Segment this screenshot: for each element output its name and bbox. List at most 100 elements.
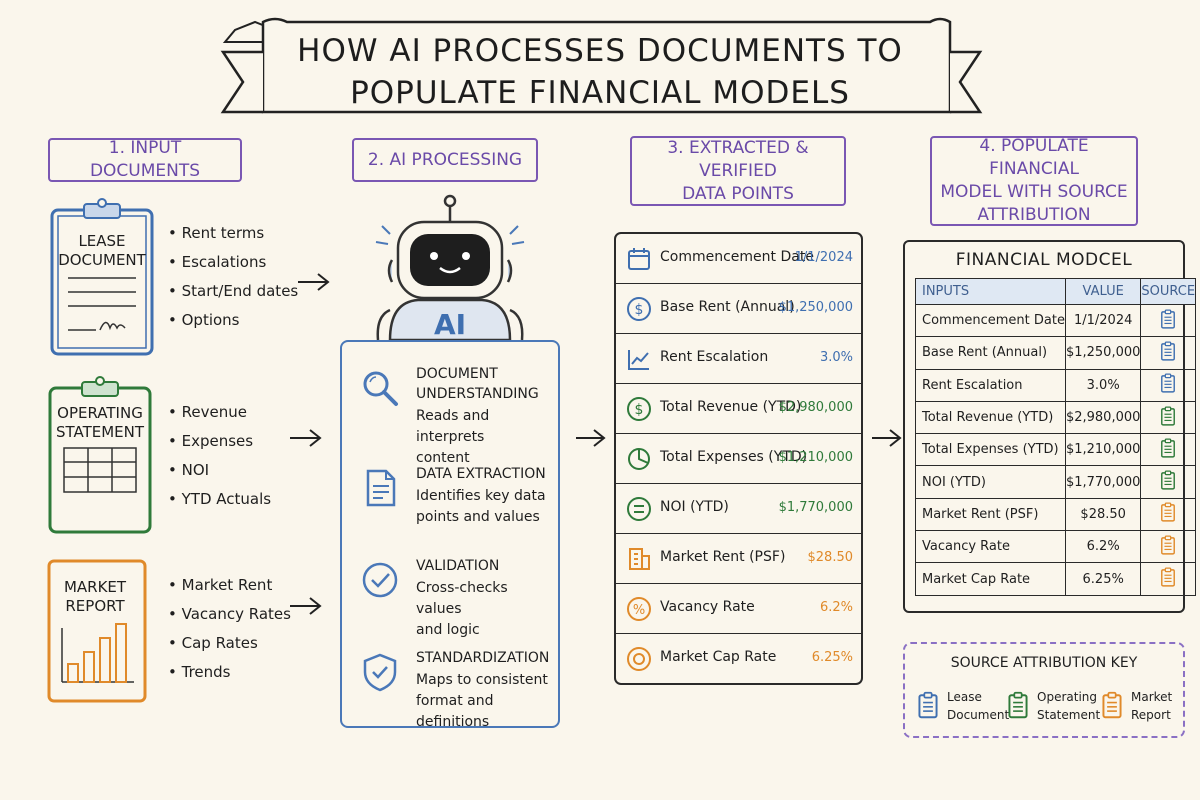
table-row: Total Revenue (YTD)$2,980,000 (915, 400, 1197, 435)
legend-title: Source Attribution Key (950, 655, 1138, 671)
input-cell: Total Revenue (YTD) (915, 400, 1066, 435)
title-line-1: How AI Processes Documents to (297, 33, 903, 69)
pie-icon (628, 448, 650, 470)
lease-source-icon (1160, 309, 1176, 333)
source-cell (1140, 562, 1197, 596)
list-item: Escalations (168, 248, 298, 277)
percent-icon: % (627, 597, 651, 621)
ai-processing-panel: DocumentUnderstanding Reads and interpre… (340, 340, 560, 730)
list-item: Market Cap Rate 6.25% (616, 634, 861, 684)
input-cell: Commencement Date (915, 303, 1066, 338)
data-point-label: Base Rent (Annual) (660, 299, 795, 315)
list-item: NOI (168, 456, 271, 485)
table-row: Base Rent (Annual)$1,250,000 (915, 336, 1197, 370)
list-item: $Base Rent (Annual)$1,250,000 (616, 284, 861, 334)
source-cell (1140, 530, 1197, 564)
dollar-icon: $ (627, 297, 651, 321)
equals-icon (627, 497, 651, 521)
arrow-right-icon (290, 429, 322, 447)
operating-source-icon (1160, 470, 1176, 494)
document-icon (366, 469, 396, 507)
column-header: Inputs (915, 278, 1066, 305)
data-point-label: Market Rent (PSF) (660, 549, 786, 565)
column-header: Source (1140, 278, 1197, 305)
lease-document-icon (917, 690, 939, 724)
magnifier-icon (363, 371, 398, 406)
input-cell: Rent Escalation (915, 368, 1066, 402)
operating-source-icon (1160, 406, 1176, 430)
step-title: DocumentUnderstanding (416, 366, 539, 402)
column-header: Value (1064, 278, 1142, 305)
arrow-right-icon (290, 597, 322, 615)
table-header-row: Inputs Value Source (915, 278, 1197, 305)
operating-statement-icon (48, 376, 152, 534)
source-cell (1140, 497, 1197, 532)
data-point-label: Vacancy Rate (660, 599, 755, 615)
section-ai-processing: 2. AI Processing (352, 138, 538, 182)
svg-text:$: $ (635, 302, 644, 318)
value-cell: 3.0% (1064, 368, 1142, 402)
step-standardization: Standardization Maps to consistentformat… (342, 648, 558, 730)
arrow-right-icon (576, 429, 606, 447)
target-icon (627, 647, 651, 671)
section-input-documents: 1. Input Documents (48, 138, 242, 182)
step-data-extraction: Data Extraction Identifies key datapoint… (342, 464, 558, 534)
data-point-label: Market Cap Rate (660, 649, 777, 665)
list-item: $Total Revenue (YTD)$2,980,000 (616, 384, 861, 434)
data-point-label: Commencement Date (660, 249, 814, 265)
market-bullet-list: Market Rent Vacancy Rates Cap Rates Tren… (168, 571, 291, 687)
data-point-value: $2,980,000 (778, 400, 853, 415)
list-item: NOI (YTD) $1,770,000 (616, 484, 861, 534)
lease-source-icon (1160, 373, 1176, 397)
section-extracted-data: 3. Extracted & VerifiedData Points (630, 136, 846, 206)
svg-text:$: $ (635, 402, 644, 418)
list-item: YTD Actuals (168, 485, 271, 514)
data-point-label: NOI (YTD) (660, 499, 729, 515)
financial-model-panel: Financial Modcel Inputs Value Source Com… (903, 240, 1197, 613)
list-item: Total Expenses (YTD)$1,210,000 (616, 434, 861, 484)
input-cell: Market Cap Rate (915, 562, 1066, 596)
step-title: Data Extraction (416, 466, 546, 482)
value-cell: $28.50 (1064, 497, 1142, 532)
title-banner (220, 17, 983, 114)
title-line-2: Populate Financial Models (350, 75, 850, 111)
input-cell: Market Rent (PSF) (915, 497, 1066, 532)
market-source-icon (1160, 567, 1176, 591)
lease-source-icon (1160, 341, 1176, 365)
source-cell (1140, 303, 1197, 338)
step-document-understanding: DocumentUnderstanding Reads and interpre… (342, 364, 558, 466)
data-point-value: $1,210,000 (778, 450, 853, 465)
data-point-label: Rent Escalation (660, 349, 769, 365)
operating-bullet-list: Revenue Expenses NOI YTD Actuals (168, 398, 271, 514)
source-cell (1140, 336, 1197, 370)
source-cell (1140, 465, 1197, 499)
arrow-right-icon (872, 429, 902, 447)
step-title: Standardization (416, 650, 550, 666)
value-cell: $1,210,000 (1064, 433, 1142, 467)
svg-text:%: % (633, 603, 645, 618)
list-item: Cap Rates (168, 629, 291, 658)
table-row: Total Expenses (YTD)$1,210,000 (915, 433, 1197, 467)
list-item: Options (168, 306, 298, 335)
data-point-value: 6.25% (811, 650, 853, 665)
value-cell: $1,770,000 (1064, 465, 1142, 499)
page-title: How AI Processes Documents to Populate F… (265, 30, 935, 114)
source-cell (1140, 368, 1197, 402)
financial-model-table: Inputs Value Source Commencement Date1/1… (915, 278, 1197, 596)
input-cell: Base Rent (Annual) (915, 336, 1066, 370)
financial-model-title: Financial Modcel (955, 250, 1133, 270)
dollar-icon: $ (627, 397, 651, 421)
value-cell: 1/1/2024 (1064, 303, 1142, 338)
data-point-value: $1,770,000 (778, 500, 853, 515)
